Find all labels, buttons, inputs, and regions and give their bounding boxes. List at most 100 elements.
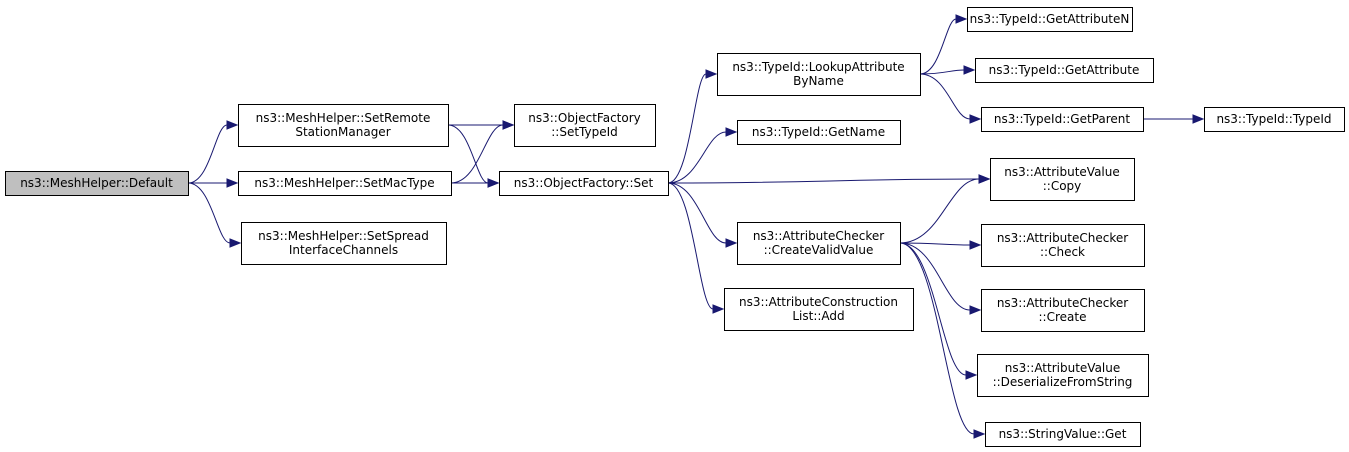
edge-default-to-setremote bbox=[187, 124, 228, 184]
node-box bbox=[981, 224, 1145, 267]
edge-of_set-to-acl_add bbox=[667, 182, 714, 310]
edge-setremote-to-of_set bbox=[447, 124, 489, 184]
arrowhead-icon bbox=[487, 178, 500, 188]
edge-createvalid-to-av_copy bbox=[899, 178, 980, 244]
node-getattr[interactable]: ns3::TypeId::GetAttribute bbox=[975, 58, 1154, 83]
node-box bbox=[241, 222, 447, 265]
node-box bbox=[990, 158, 1135, 201]
arrowhead-icon bbox=[229, 238, 242, 248]
edge-createvalid-to-sv_get bbox=[899, 242, 975, 435]
edge-lookup-to-getattr bbox=[919, 69, 965, 75]
node-av-deser[interactable]: ns3::AttributeValue::DeserializeFromStri… bbox=[977, 354, 1149, 397]
node-label: ns3::AttributeChecker bbox=[997, 231, 1128, 245]
arrowhead-icon bbox=[973, 429, 986, 439]
node-box bbox=[238, 171, 452, 196]
node-box bbox=[737, 120, 901, 145]
node-box bbox=[724, 288, 914, 331]
node-box bbox=[514, 104, 656, 147]
node-default[interactable]: ns3::MeshHelper::Default bbox=[5, 171, 189, 196]
node-label: ns3::TypeId::GetParent bbox=[994, 112, 1130, 126]
node-box bbox=[5, 171, 189, 196]
node-label: ns3::MeshHelper::SetSpread bbox=[258, 229, 429, 243]
node-label: ::Copy bbox=[1043, 179, 1082, 193]
edge-of_set-to-av_copy bbox=[667, 178, 980, 184]
node-label: ns3::TypeId::GetAttributeN bbox=[970, 12, 1130, 26]
arrowhead-icon bbox=[226, 120, 239, 130]
node-label: ns3::MeshHelper::SetRemote bbox=[256, 111, 431, 125]
node-box bbox=[499, 171, 669, 196]
node-label: ::Check bbox=[1040, 245, 1085, 259]
arrowhead-icon bbox=[969, 240, 982, 250]
node-box bbox=[238, 104, 449, 147]
node-box bbox=[975, 58, 1154, 83]
edge-of_set-to-lookup bbox=[667, 73, 707, 184]
node-label: ::Create bbox=[1039, 310, 1087, 324]
arrowhead-icon bbox=[226, 178, 239, 188]
node-label: ns3::TypeId::GetName bbox=[752, 125, 885, 139]
node-label: ns3::AttributeChecker bbox=[997, 296, 1128, 310]
node-label: ns3::MeshHelper::SetMacType bbox=[254, 176, 434, 190]
node-box bbox=[967, 7, 1133, 32]
edge-of_set-to-getname bbox=[667, 131, 727, 184]
arrowhead-icon bbox=[712, 304, 725, 314]
arrowhead-icon bbox=[955, 14, 968, 24]
node-label: ns3::TypeId::TypeId bbox=[1216, 112, 1331, 126]
edge-createvalid-to-ac_check bbox=[899, 242, 971, 246]
arrowhead-icon bbox=[705, 69, 718, 79]
edge-setmactype-to-of_settypeid bbox=[450, 124, 504, 184]
node-getattrn[interactable]: ns3::TypeId::GetAttributeN bbox=[967, 7, 1133, 32]
node-box bbox=[977, 354, 1149, 397]
arrowhead-icon bbox=[969, 305, 982, 315]
edge-lookup-to-getattrn bbox=[919, 18, 957, 75]
node-label: ns3::AttributeValue bbox=[1004, 165, 1120, 179]
node-box bbox=[981, 289, 1145, 332]
node-label: ::SetTypeId bbox=[551, 125, 618, 139]
node-createvalid[interactable]: ns3::AttributeChecker::CreateValidValue bbox=[737, 222, 901, 265]
node-box bbox=[985, 422, 1141, 447]
node-getparent[interactable]: ns3::TypeId::GetParent bbox=[981, 107, 1144, 132]
node-ac-create[interactable]: ns3::AttributeChecker::Create bbox=[981, 289, 1145, 332]
node-box bbox=[1204, 107, 1345, 132]
node-ac-check[interactable]: ns3::AttributeChecker::Check bbox=[981, 224, 1145, 267]
node-label: ::CreateValidValue bbox=[764, 243, 874, 257]
node-box bbox=[737, 222, 901, 265]
edge-of_set-to-createvalid bbox=[667, 182, 727, 244]
arrowhead-icon bbox=[969, 114, 982, 124]
node-label: InterfaceChannels bbox=[289, 243, 398, 257]
arrowhead-icon bbox=[502, 120, 515, 130]
nodes-layer: ns3::MeshHelper::Defaultns3::MeshHelper:… bbox=[5, 7, 1345, 447]
arrowhead-icon bbox=[978, 174, 991, 184]
arrowhead-icon bbox=[725, 238, 738, 248]
edges-layer bbox=[187, 14, 1205, 439]
node-label: ns3::MeshHelper::Default bbox=[20, 176, 173, 190]
node-setspread[interactable]: ns3::MeshHelper::SetSpreadInterfaceChann… bbox=[241, 222, 447, 265]
node-sv-get[interactable]: ns3::StringValue::Get bbox=[985, 422, 1141, 447]
node-label: ns3::TypeId::GetAttribute bbox=[989, 63, 1140, 77]
arrowhead-icon bbox=[1192, 114, 1205, 124]
node-label: List::Add bbox=[792, 309, 844, 323]
node-typeid[interactable]: ns3::TypeId::TypeId bbox=[1204, 107, 1345, 132]
edge-lookup-to-getparent bbox=[919, 73, 971, 120]
node-box bbox=[717, 53, 921, 96]
node-of-settypeid[interactable]: ns3::ObjectFactory::SetTypeId bbox=[514, 104, 656, 147]
node-getname[interactable]: ns3::TypeId::GetName bbox=[737, 120, 901, 145]
node-label: StationManager bbox=[295, 125, 390, 139]
node-label: ns3::AttributeConstruction bbox=[739, 295, 898, 309]
node-of-set[interactable]: ns3::ObjectFactory::Set bbox=[499, 171, 669, 196]
node-label: ::DeserializeFromString bbox=[993, 375, 1133, 389]
node-av-copy[interactable]: ns3::AttributeValue::Copy bbox=[990, 158, 1135, 201]
arrowhead-icon bbox=[963, 65, 976, 75]
node-label: ns3::ObjectFactory::Set bbox=[514, 176, 654, 190]
node-label: ns3::AttributeValue bbox=[1005, 361, 1121, 375]
node-setmactype[interactable]: ns3::MeshHelper::SetMacType bbox=[238, 171, 452, 196]
node-label: ns3::AttributeChecker bbox=[753, 229, 884, 243]
node-label: ns3::TypeId::LookupAttribute bbox=[732, 60, 904, 74]
edge-createvalid-to-ac_create bbox=[899, 242, 971, 311]
edge-default-to-setspread bbox=[187, 182, 231, 244]
node-box bbox=[981, 107, 1144, 132]
node-label: ns3::StringValue::Get bbox=[999, 427, 1127, 441]
